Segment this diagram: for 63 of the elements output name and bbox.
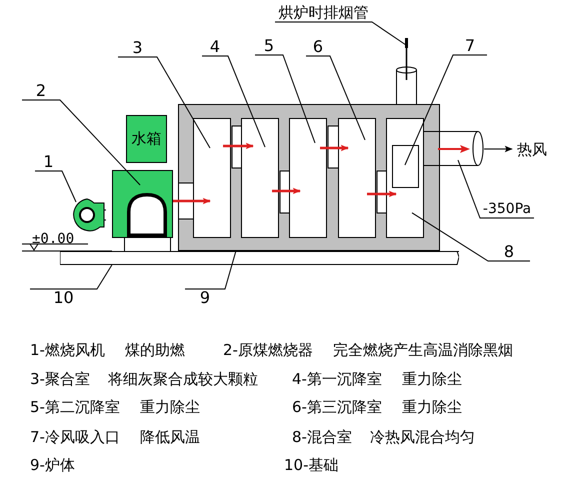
legend-text: 重力除尘 <box>140 400 200 415</box>
arrow <box>272 188 301 194</box>
furnace-body <box>178 104 440 251</box>
leader-line <box>118 56 210 148</box>
tank-label: 水箱 <box>132 132 162 146</box>
arrow <box>223 142 254 150</box>
legend-text: 6-第三沉降室 <box>292 400 382 415</box>
pressure-label: -350Pa <box>482 202 532 216</box>
leader-line <box>202 56 266 148</box>
legend-text: 重力除尘 <box>402 372 462 387</box>
legend-text: 煤的助燃 <box>125 343 185 358</box>
exhaust-pipe-drawing <box>396 38 417 104</box>
callout-number: 10 <box>53 290 74 306</box>
leader-line <box>404 54 488 166</box>
callout-number: 7 <box>464 38 476 54</box>
chamber <box>289 118 327 238</box>
arrow <box>173 198 211 204</box>
legend-text: 冷热风混合均匀 <box>370 430 475 445</box>
callout-number: 4 <box>210 39 220 55</box>
outlet-pipe-drawing <box>424 131 484 166</box>
burner-drawing <box>112 170 173 251</box>
callout-number: 3 <box>132 40 143 56</box>
legend-text: 4-第一沉降室 <box>292 372 382 387</box>
fan-drawing <box>70 198 106 232</box>
leader-line <box>306 56 366 140</box>
arrow <box>320 144 349 152</box>
chamber <box>241 118 279 238</box>
legend-text: 降低风温 <box>140 430 200 445</box>
leader-line <box>254 54 316 144</box>
callout-number: 9 <box>200 290 210 306</box>
leader-line <box>34 170 76 202</box>
elevation-label: ±0.00 <box>32 232 74 246</box>
caption-text: 烘炉时排烟管 <box>278 6 368 20</box>
air-inlet-box <box>392 145 419 188</box>
legend-text: 重力除尘 <box>402 400 462 415</box>
chamber <box>386 118 424 238</box>
legend-text: 10-基础 <box>284 458 338 473</box>
callout-number: 6 <box>312 39 324 55</box>
leader-line <box>458 160 534 218</box>
legend-text: 完全燃烧产生高温消除黑烟 <box>333 343 513 358</box>
callout-number: 2 <box>36 83 46 99</box>
legend-text: 7-冷风吸入口 <box>30 430 120 445</box>
leader-line <box>412 212 530 262</box>
chamber <box>338 118 376 238</box>
foundation <box>60 251 459 265</box>
callout-number: 8 <box>504 244 514 260</box>
legend-text: 1-燃烧风机 <box>30 343 105 358</box>
water-tank <box>126 115 167 163</box>
output-label: 热风 <box>517 142 547 158</box>
leader-line <box>274 22 406 46</box>
legend-text: 将细灰聚合成较大颗粒 <box>108 372 258 387</box>
arrow <box>484 146 513 152</box>
leader-line <box>184 250 236 290</box>
legend-text: 5-第二沉降室 <box>30 400 120 415</box>
leader-line <box>22 100 141 186</box>
arrow <box>367 190 397 198</box>
callout-number: 1 <box>43 154 54 170</box>
callout-number: 5 <box>264 38 274 54</box>
legend-text: 8-混合室 <box>292 430 352 445</box>
legend-text: 9-炉体 <box>30 458 75 473</box>
leader-line <box>30 264 112 290</box>
legend-text: 3-聚合室 <box>30 372 90 387</box>
legend-text: 2-原煤燃烧器 <box>223 343 313 358</box>
